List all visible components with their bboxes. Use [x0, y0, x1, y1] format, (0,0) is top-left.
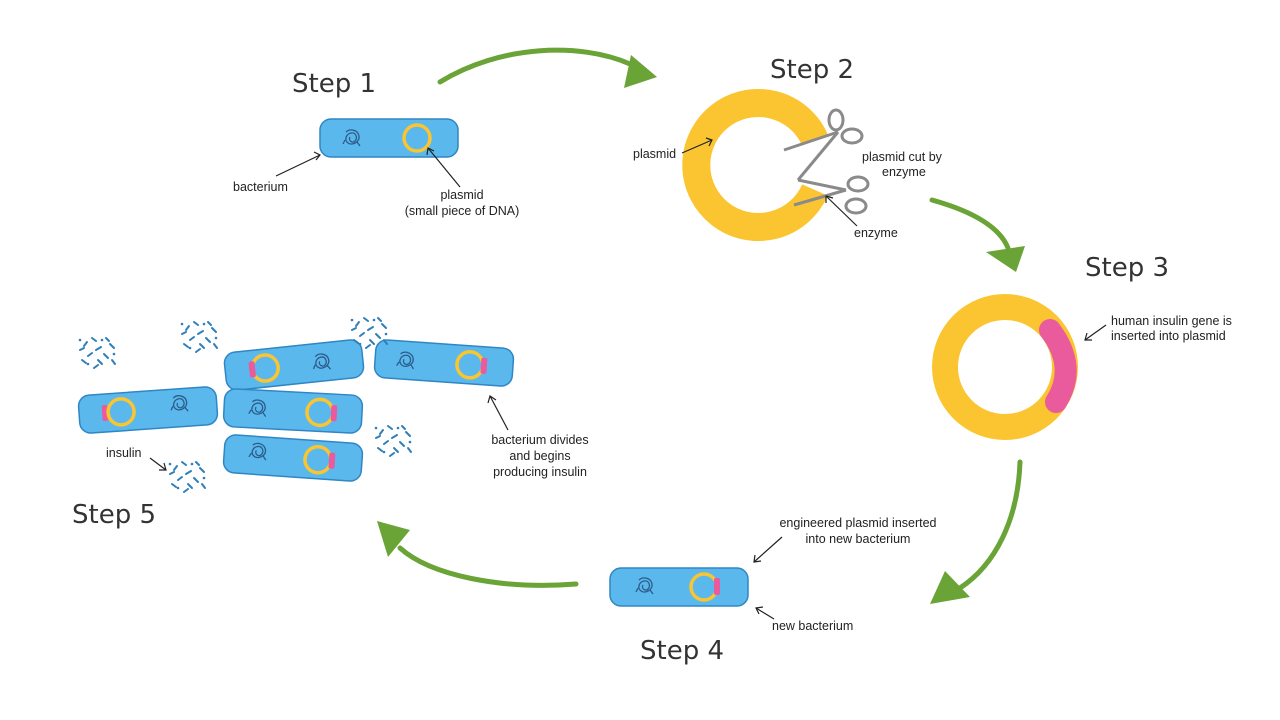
- label-plasmid-step2: plasmid: [633, 147, 676, 161]
- bacterium-cell: [222, 434, 364, 482]
- step-3-engineered-plasmid: [932, 294, 1078, 440]
- label-engineered-line2: into new bacterium: [806, 532, 911, 546]
- label-engineered-line1: engineered plasmid inserted: [779, 516, 936, 530]
- insulin-cluster-icon: [77, 337, 117, 369]
- label-bacterium: bacterium: [233, 180, 288, 194]
- bacterium-cell: [319, 118, 459, 158]
- plasmid-icon: [402, 123, 432, 153]
- step-2-title: Step 2: [770, 55, 854, 85]
- bacterium-cell: [222, 388, 364, 434]
- label-divides-line1: bacterium divides: [491, 433, 588, 447]
- label-cut-line1: plasmid cut by: [862, 150, 943, 164]
- step-3-title: Step 3: [1085, 253, 1169, 283]
- step-5-dividing-bacteria: [77, 339, 515, 482]
- cycle-arrow-3-to-4: [930, 459, 1023, 604]
- label-gene-line2: inserted into plasmid: [1111, 329, 1226, 343]
- label-enzyme: enzyme: [854, 226, 898, 240]
- insulin-gene-band: [1039, 319, 1077, 413]
- insulin-gene-insert: [714, 578, 720, 595]
- bacterium-cell: [373, 339, 515, 387]
- cycle-arrow-1-to-2: [437, 47, 657, 88]
- step-5-title: Step 5: [72, 500, 156, 530]
- scissors-icon: [783, 108, 864, 181]
- cut-plasmid-ring: [682, 89, 828, 241]
- insulin-cluster-icon: [373, 425, 413, 457]
- label-insulin: insulin: [106, 446, 141, 460]
- step-1-title: Step 1: [292, 69, 376, 99]
- scissors-icon: [793, 175, 870, 215]
- label-cut-line2: enzyme: [882, 165, 926, 179]
- step-4-new-bacterium: [609, 567, 749, 607]
- label-new-bacterium: new bacterium: [772, 619, 853, 633]
- insulin-cluster-icon: [179, 321, 219, 353]
- bacterium-cell: [223, 339, 365, 391]
- step-4-title: Step 4: [640, 636, 724, 666]
- label-plasmid-step1-sub: (small piece of DNA): [405, 204, 520, 218]
- label-gene-line1: human insulin gene is: [1111, 314, 1232, 328]
- label-plasmid-step1: plasmid: [440, 188, 483, 202]
- label-divides-line2: and begins: [509, 449, 570, 463]
- cycle-arrow-2-to-3: [929, 197, 1025, 272]
- bacterium-cell: [609, 567, 749, 607]
- bacterium-cell: [77, 386, 219, 434]
- step-2-plasmid: [682, 89, 828, 241]
- insulin-cluster-icon: [167, 461, 207, 493]
- label-divides-line3: producing insulin: [493, 465, 587, 479]
- cycle-arrow-4-to-5: [377, 521, 579, 588]
- step-1-bacterium: [319, 118, 459, 158]
